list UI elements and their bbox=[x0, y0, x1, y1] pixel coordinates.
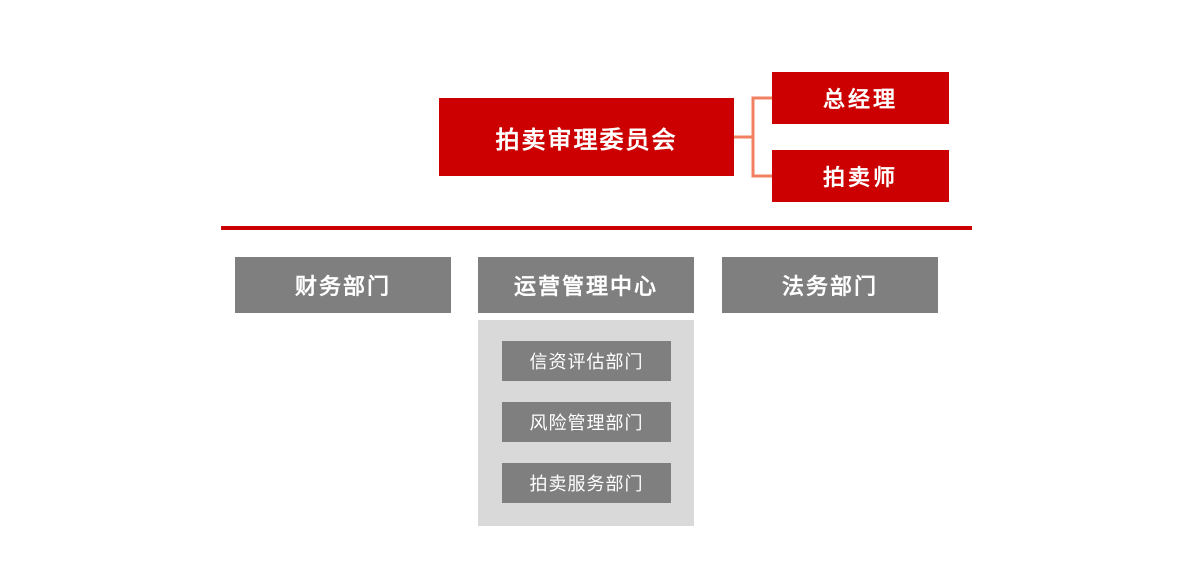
committee-label: 拍卖审理委员会 bbox=[495, 124, 678, 154]
auction-service-department-box: 拍卖服务部门 bbox=[502, 463, 671, 503]
connector-line bbox=[751, 96, 772, 178]
sub-department-label: 信资评估部门 bbox=[529, 352, 644, 373]
auction-review-committee-box: 拍卖审理委员会 bbox=[439, 98, 734, 176]
auctioneer-box: 拍卖师 bbox=[772, 150, 949, 202]
risk-management-department-box: 风险管理部门 bbox=[502, 402, 671, 442]
sub-department-label: 风险管理部门 bbox=[529, 413, 644, 434]
auctioneer-label: 拍卖师 bbox=[822, 165, 898, 191]
legal-department-box: 法务部门 bbox=[722, 257, 938, 313]
sub-department-label: 拍卖服务部门 bbox=[529, 474, 644, 495]
general-manager-box: 总经理 bbox=[772, 72, 949, 124]
section-divider bbox=[221, 226, 972, 230]
legal-department-label: 法务部门 bbox=[781, 274, 878, 300]
credit-assessment-department-box: 信资评估部门 bbox=[502, 341, 671, 381]
operations-center-box: 运营管理中心 bbox=[478, 257, 694, 313]
general-manager-label: 总经理 bbox=[822, 87, 898, 113]
operations-center-label: 运营管理中心 bbox=[513, 274, 658, 300]
finance-department-box: 财务部门 bbox=[235, 257, 451, 313]
finance-department-label: 财务部门 bbox=[294, 274, 391, 300]
